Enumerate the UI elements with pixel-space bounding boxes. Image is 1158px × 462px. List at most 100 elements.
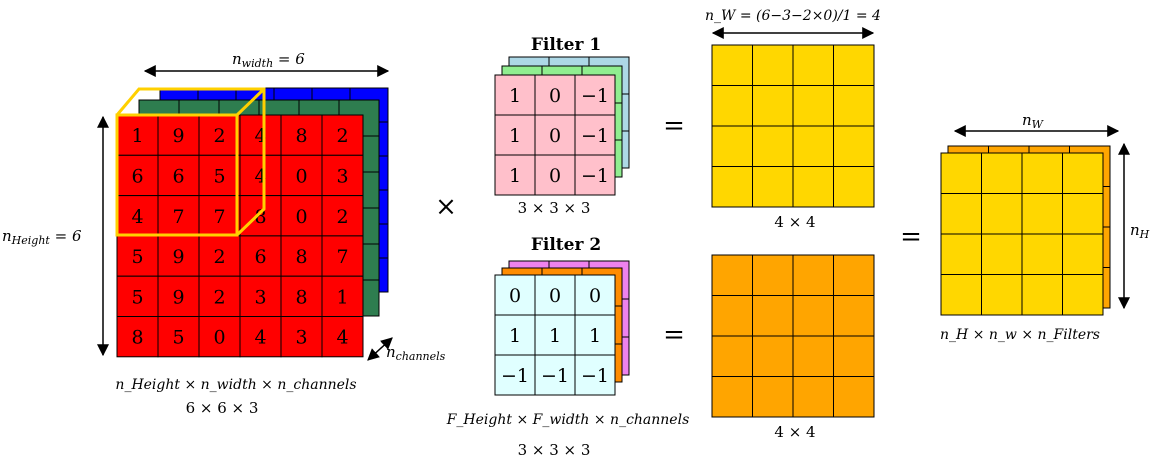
- input-channels-label: nchannels: [386, 343, 446, 363]
- input-red-cell: [116, 275, 159, 318]
- output1-cell: [711, 166, 753, 208]
- input-red-value: 0: [213, 327, 225, 349]
- output1-cell: [792, 166, 834, 208]
- final-front-cell: [1021, 274, 1063, 316]
- output2-cell: [833, 254, 875, 296]
- filter2-title: Filter 2: [531, 235, 601, 255]
- final-front-cell: [1062, 274, 1104, 316]
- filter1-front-cell: [494, 114, 536, 156]
- input-red-value: 8: [295, 125, 307, 147]
- filter1-front-value: 1: [509, 125, 521, 147]
- input-red-cell: [239, 235, 282, 277]
- input-red-value: 5: [131, 286, 143, 308]
- output1-dims: 4 × 4: [774, 213, 815, 231]
- output1-cell: [792, 44, 834, 86]
- filter1-front-value: −1: [581, 125, 609, 147]
- filter2-dims-label: F_Height × F_width × n_channels: [446, 412, 690, 428]
- output-width-formula: n_W = (6−3−2×0)/1 = 4: [705, 8, 881, 24]
- input-red-value: 8: [295, 246, 307, 268]
- filter2-front-value: 1: [589, 325, 601, 347]
- input-red-value: 6: [131, 165, 143, 187]
- final-front-cell: [940, 233, 982, 275]
- equals-symbol-2: =: [663, 320, 685, 350]
- input-red-value: 3: [295, 327, 307, 349]
- input-red-value: 3: [336, 165, 348, 187]
- final-front-cell: [981, 233, 1023, 275]
- window-edge: [235, 87, 266, 117]
- output2-cell: [833, 335, 875, 377]
- input-red-value: 4: [131, 206, 143, 228]
- filter1-front-cell: [534, 74, 576, 116]
- input-red-cell: [280, 154, 323, 197]
- output1-cell: [833, 85, 875, 127]
- output2-cell: [711, 254, 753, 296]
- output1-cell: [833, 125, 875, 167]
- final-output-volume: [940, 145, 1111, 316]
- output1-cell: [752, 166, 794, 208]
- output2-cell: [792, 254, 834, 296]
- input-red-value: 9: [172, 125, 184, 147]
- final-front-cell: [1062, 233, 1104, 275]
- final-front-cell: [981, 274, 1023, 316]
- multiply-symbol: ×: [435, 192, 457, 222]
- input-red-value: 6: [254, 246, 266, 268]
- final-front-cell: [940, 193, 982, 235]
- input-red-value: 0: [295, 206, 307, 228]
- output1-cell: [792, 85, 834, 127]
- filter1-front-cell: [494, 154, 536, 196]
- input-dims-label: n_Height × n_width × n_channels: [115, 377, 356, 393]
- input-red-value: 5: [131, 246, 143, 268]
- final-front-cell: [940, 274, 982, 316]
- input-red-cell: [157, 235, 200, 277]
- filter2-front-value: 1: [549, 325, 561, 347]
- filter2-front-value: 1: [509, 325, 521, 347]
- input-height-label: nHeight = 6: [2, 227, 82, 247]
- filter2-front-value: 0: [589, 285, 601, 307]
- filter2-front-value: −1: [501, 365, 529, 387]
- filter2-front-value: −1: [581, 365, 609, 387]
- input-red-value: 1: [131, 125, 143, 147]
- equals-symbol-3: =: [900, 222, 922, 252]
- input-red-value: 7: [213, 206, 225, 228]
- input-red-cell: [157, 195, 200, 237]
- filter1-front-value: 0: [549, 165, 561, 187]
- output2-cell: [833, 376, 875, 418]
- filter2-front-cell: [574, 354, 616, 396]
- equals-symbol-1: =: [663, 111, 685, 141]
- input-red-value: 9: [172, 246, 184, 268]
- filter1-front-value: 0: [549, 125, 561, 147]
- input-red-cell: [280, 114, 323, 156]
- input-red-cell: [321, 275, 364, 318]
- filter1-front-cell: [534, 114, 576, 156]
- input-red-cell: [116, 195, 159, 237]
- input-red-value: 4: [254, 327, 266, 349]
- filter-window-highlight: [115, 87, 266, 237]
- input-red-cell: [321, 195, 364, 237]
- input-red-value: 5: [172, 327, 184, 349]
- output2-cell: [752, 376, 794, 418]
- filter2-front-cell: [574, 314, 616, 356]
- output1-cell: [752, 125, 794, 167]
- filter1-front-cell: [574, 154, 616, 196]
- input-red-cell: [321, 235, 364, 277]
- input-channels-arrow: [367, 337, 393, 361]
- input-red-value: 3: [254, 286, 266, 308]
- final-front-cell: [940, 152, 982, 194]
- input-red-cell: [116, 114, 159, 156]
- final-front-cell: [1021, 152, 1063, 194]
- output1-cell: [711, 125, 753, 167]
- output2-cell: [792, 376, 834, 418]
- final-front-cell: [981, 193, 1023, 235]
- output2-cell: [711, 376, 753, 418]
- output1-cell: [711, 44, 753, 86]
- output1-cell: [833, 44, 875, 86]
- input-red-value: 2: [213, 246, 225, 268]
- window-front: [115, 113, 239, 237]
- filter1-front-value: −1: [581, 85, 609, 107]
- final-front-cell: [1021, 233, 1063, 275]
- final-height-label: nH: [1130, 221, 1150, 241]
- filter1-front-value: 1: [509, 85, 521, 107]
